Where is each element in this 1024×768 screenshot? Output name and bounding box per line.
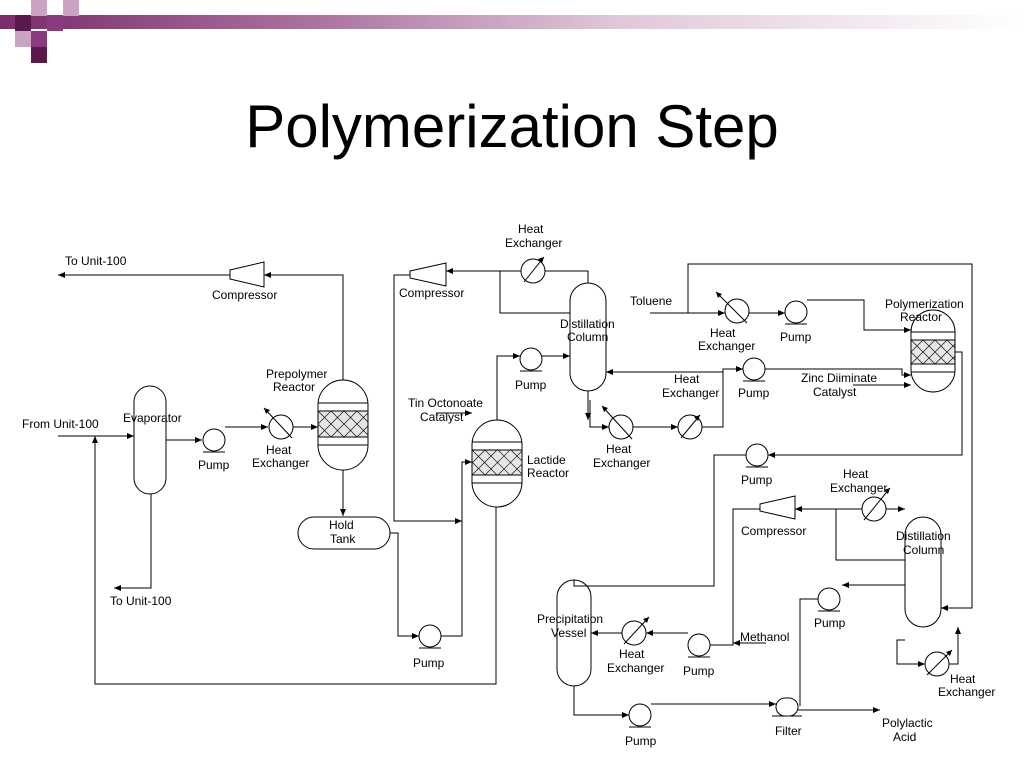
label-polylactic-2: Acid [893,730,916,744]
label-hx-precip-1: Heat [619,647,645,661]
label-pump-evap: Pump [198,458,230,472]
label-lactide-1: Lactide [527,453,566,467]
logo-square-4 [31,31,47,47]
compressor-2-symbol [409,262,447,287]
label-compressor-lower: Compressor [741,524,806,538]
pump-lower-right [817,587,841,612]
logo-square-6 [31,47,47,63]
hx-bottom-right [924,649,953,677]
label-hx-below-1: Heat [606,442,632,456]
label-hx-toluene-2: Exchanger [698,339,755,353]
label-to-unit-100-bottom: To Unit-100 [110,594,172,608]
label-hx-mid-2: Exchanger [662,386,719,400]
label-pump-toluene: Pump [780,330,812,344]
compressor-lower-symbol [759,495,796,520]
header-gradient-bar [0,15,1024,29]
label-distillation-2b: Column [903,543,944,557]
label-pump-methanol: Pump [683,664,715,678]
label-tin-1: Tin Octonoate [408,396,483,410]
label-filter: Filter [775,724,802,738]
logo-square-1 [15,15,31,31]
compressor-1-symbol [229,261,265,288]
distillation-column-2 [904,516,942,628]
label-methanol: Methanol [740,630,789,644]
pump-methanol [687,633,711,658]
label-prepolymer-2: Reactor [273,380,315,394]
label-tin-2: Catalyst [420,410,464,424]
label-polylactic-1: Polylactic [882,716,933,730]
label-pump-mid: Pump [738,386,770,400]
label-hx-bottom-right-1: Heat [950,672,976,686]
polymerization-packing [910,339,956,365]
logo-square-5 [15,31,31,47]
label-zinc-2: Catalyst [813,385,857,399]
logo-square-3 [47,15,63,31]
pump-toluene [784,300,808,325]
hx-prepoly [263,407,294,440]
label-distillation-1b: Column [567,330,608,344]
hx-mid [677,414,703,440]
label-poly-reactor-2: Reactor [900,310,942,324]
label-hx-below-2: Exchanger [593,456,650,470]
label-prepolymer-1: Prepolymer [266,367,327,381]
label-hx-prepoly-1: Heat [266,443,292,457]
label-hx-right-1: Heat [843,467,869,481]
pump-return [745,443,769,468]
page-title: Polymerization Step [245,93,779,160]
piping [58,263,973,718]
label-hx-bottom-right-2: Exchanger [938,685,995,699]
label-hx-toluene-1: Heat [710,326,736,340]
label-evaporator: Evaporator [123,411,182,425]
hx-below [601,405,634,440]
label-hx-prepoly-2: Exchanger [252,456,309,470]
label-pump-return: Pump [741,473,773,487]
label-hx-precip-2: Exchanger [607,661,664,675]
label-hx-right-2: Exchanger [830,481,887,495]
hx-toluene [715,291,750,324]
hx-precip [621,616,650,646]
evaporator-vessel [133,385,167,495]
pump-evap [202,428,226,453]
label-hx-mid-1: Heat [674,372,700,386]
pump-distill [519,347,543,372]
label-pump-distill: Pump [515,378,547,392]
label-distillation-1a: Distillation [560,317,615,331]
logo-square-7 [63,0,79,16]
label-to-unit-100-top: To Unit-100 [65,254,127,268]
label-hx-top-1: Heat [518,222,544,236]
label-toluene: Toluene [630,294,672,308]
pump-bottom [628,703,652,728]
pump-hold [418,624,442,649]
label-from-unit-100: From Unit-100 [22,417,99,431]
hx-top [520,256,546,284]
logo-square-2 [31,0,47,16]
label-precip-2: Vessel [551,626,586,640]
label-lactide-2: Reactor [527,466,569,480]
pump-mid [742,357,766,382]
label-hold-1: Hold [329,518,354,532]
label-compressor-2: Compressor [399,286,464,300]
label-distillation-2a: Distillation [896,529,951,543]
hx-right [861,487,891,522]
label-hold-2: Tank [330,532,356,546]
label-hx-top-2: Exchanger [505,236,562,250]
label-precip-1: Precipitation [537,612,603,626]
label-poly-reactor-1: Polymerization [885,297,964,311]
label-pump-lower-right: Pump [814,616,846,630]
label-compressor-1: Compressor [212,288,277,302]
filter-unit [775,697,799,717]
label-pump-hold: Pump [413,656,445,670]
label-zinc-1: Zinc Diiminate [801,371,877,385]
label-pump-bottom: Pump [625,734,657,748]
